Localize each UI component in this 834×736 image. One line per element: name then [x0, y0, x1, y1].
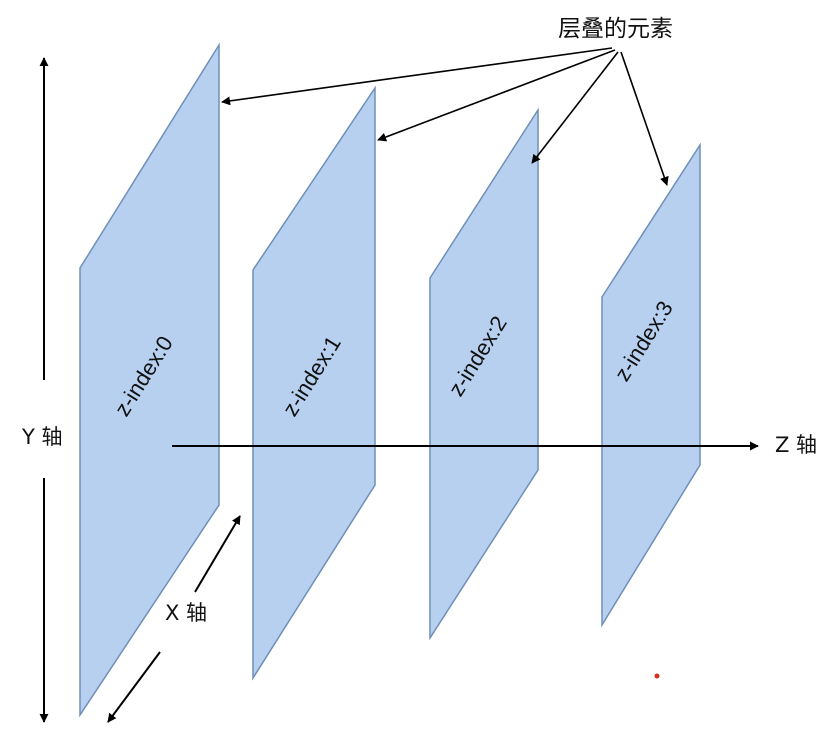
x-axis-label: X 轴 [165, 601, 207, 625]
x-axis-lower-arrow [107, 651, 161, 723]
callout-arrows [221, 47, 669, 186]
callout-arrow-0 [221, 47, 613, 106]
plane-0-shape [79, 42, 220, 718]
plane-3: z-index:3 [601, 142, 701, 628]
plane-2-shape [429, 107, 539, 641]
red-dot [654, 673, 660, 679]
plane-3-shape [601, 142, 701, 628]
callout-arrow-2 [531, 51, 619, 164]
plane-1-shape [252, 85, 376, 681]
callout-arrow-3 [620, 51, 669, 186]
callout-label: 层叠的元素 [558, 16, 673, 42]
x-axis-upper-arrow [194, 515, 241, 593]
callout-arrow-1 [377, 49, 616, 142]
y-axis-label: Y 轴 [21, 425, 63, 449]
z-axis-label: Z 轴 [775, 433, 817, 457]
plane-2: z-index:2 [429, 107, 539, 641]
plane-1: z-index:1 [252, 85, 376, 681]
plane-0: z-index:0 [79, 42, 220, 718]
